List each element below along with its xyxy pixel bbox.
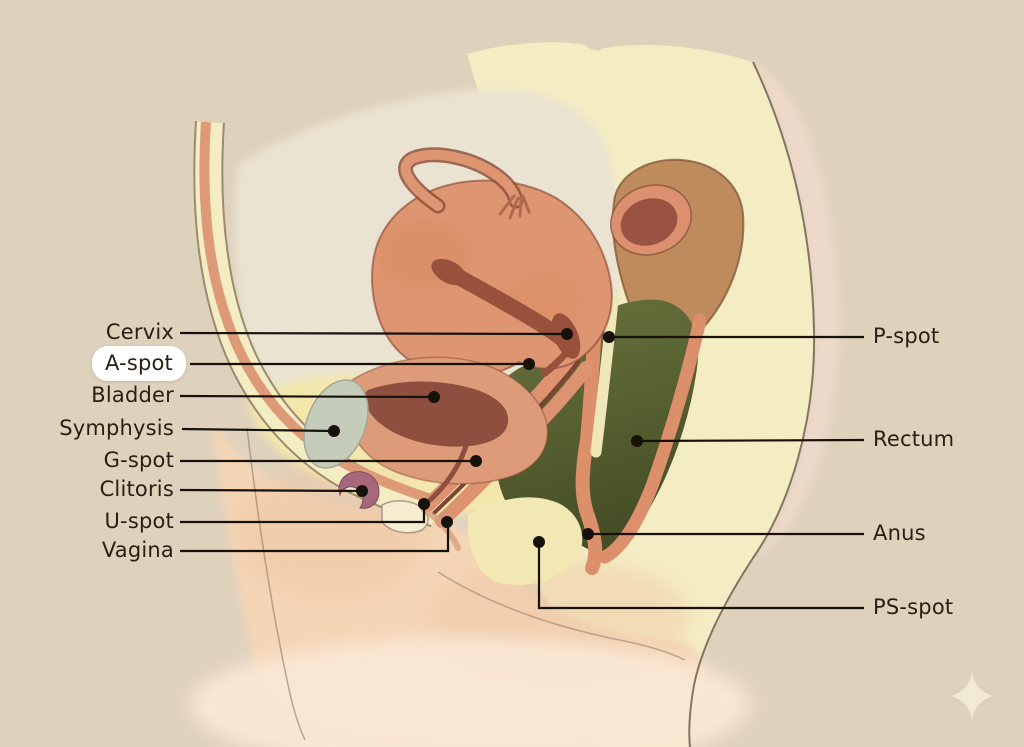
perineum <box>467 497 583 585</box>
dot-u-spot <box>418 498 430 510</box>
leader-lines <box>179 331 865 610</box>
anal-canal-lumen <box>590 294 619 458</box>
dot-g-spot <box>470 455 482 467</box>
rectum-walls <box>575 294 707 575</box>
dot-clitoris <box>356 485 368 497</box>
callout-dots <box>328 328 643 548</box>
groin-contour <box>437 571 686 661</box>
dot-bladder <box>428 391 440 403</box>
label-vagina[interactable]: Vagina <box>101 538 174 562</box>
sigmoid-colon <box>610 158 745 356</box>
fimbriae <box>498 194 531 220</box>
dot-ps-spot <box>533 536 545 548</box>
label-ps-spot[interactable]: PS-spot <box>873 595 954 619</box>
rectum-front-wall <box>575 295 603 575</box>
label-symphysis[interactable]: Symphysis <box>59 416 174 440</box>
urethra <box>427 443 469 503</box>
dot-symphysis <box>328 425 340 437</box>
dot-a-spot <box>523 358 535 370</box>
colon-opening-lumen <box>620 198 678 246</box>
symphysis-bone <box>303 379 369 469</box>
line-clitoris <box>179 488 363 493</box>
label-u-spot[interactable]: U-spot <box>104 509 174 533</box>
dot-cervix <box>561 328 573 340</box>
label-p-spot[interactable]: P-spot <box>873 324 940 348</box>
label-a-spot[interactable]: A-spot <box>91 346 186 381</box>
dot-anus <box>582 528 594 540</box>
label-g-spot[interactable]: G-spot <box>103 448 174 472</box>
label-clitoris[interactable]: Clitoris <box>99 477 174 501</box>
label-cervix[interactable]: Cervix <box>105 320 174 344</box>
rectum-back-wall <box>598 313 707 564</box>
skin-highlight <box>190 637 750 747</box>
sparkle-icon <box>951 672 993 720</box>
line-u-spot <box>180 506 426 524</box>
dot-vagina <box>441 516 453 528</box>
line-vagina <box>180 524 450 553</box>
abdominal-wall <box>193 121 441 528</box>
line-ps-spot <box>537 542 864 610</box>
dot-p-spot <box>603 331 615 343</box>
line-cervix <box>179 331 568 336</box>
label-rectum[interactable]: Rectum <box>873 427 955 451</box>
back-skin-wash <box>753 62 839 558</box>
fallopian-tube <box>398 147 531 220</box>
back-contour <box>688 61 816 747</box>
dot-rectum <box>631 435 643 447</box>
label-anus[interactable]: Anus <box>873 521 926 545</box>
line-symphysis <box>181 427 335 433</box>
label-bladder[interactable]: Bladder <box>91 383 174 407</box>
line-bladder <box>179 394 435 399</box>
line-rectum <box>636 438 865 443</box>
